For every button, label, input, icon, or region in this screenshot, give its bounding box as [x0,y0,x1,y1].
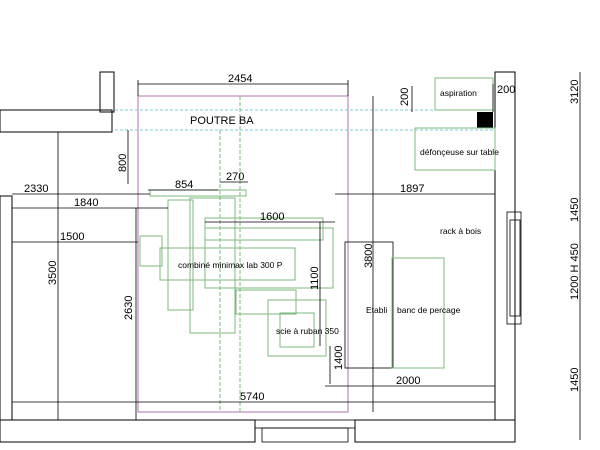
dim-200-vertical: 200 [399,88,411,106]
wall-bottom-left [0,419,256,443]
dim-5740: 5740 [240,391,264,403]
dim-2000: 2000 [396,375,420,387]
wall-column-top [99,71,115,113]
dim-854: 854 [175,179,193,191]
scie-outer [267,299,327,357]
defonceuse-label: défonçeuse sur table [420,147,499,157]
scie-inner [279,312,315,348]
etabli-label: Etabli [366,305,387,315]
scale-1200-h450: 1200 H 450 [569,243,581,300]
room-outline [137,95,349,413]
wall-top-left [0,109,113,133]
scale-3120: 3120 [569,80,581,104]
scale-1450-mid: 1450 [569,198,581,222]
aspiration-label: aspiration [440,88,477,98]
perceuse-label: banc de percage [397,305,461,315]
etabli-box [344,241,394,369]
dim-2630: 2630 [123,296,135,320]
dim-1500: 1500 [60,231,84,243]
dim-1600: 1600 [260,211,284,223]
window-right-inner [509,219,521,317]
scie-label: scie à ruban 350 [276,326,339,336]
dim-1840: 1840 [74,197,98,209]
walls [0,71,522,443]
door-sill-bottom [261,427,349,443]
aspiration-outlet-marker [477,112,493,128]
scale-1450-bottom: 1450 [569,368,581,392]
dim-1400: 1400 [333,346,345,370]
dim-1100: 1100 [309,266,321,290]
combine-label: combiné minimax lab 300 P [178,260,283,270]
rack-label: rack à bois [440,226,481,236]
dim-3500: 3500 [47,261,59,285]
dim-2330: 2330 [24,183,48,195]
perceuse-box [391,257,445,369]
dim-1897: 1897 [400,183,424,195]
dim-270: 270 [226,171,244,183]
dim-200-right: 200 [497,84,515,96]
dim-3800: 3800 [363,244,375,268]
dimension-lines [12,72,581,440]
dim-800: 800 [117,154,129,172]
window-right [506,211,522,325]
wall-right [494,71,516,421]
dim-2454: 2454 [228,73,252,85]
wall-bottom-right [354,419,516,443]
wall-left [0,195,13,421]
door-frame-bottom [254,419,356,429]
defonceuse-box [414,127,496,171]
beam-label: POUTRE BA [190,115,254,127]
